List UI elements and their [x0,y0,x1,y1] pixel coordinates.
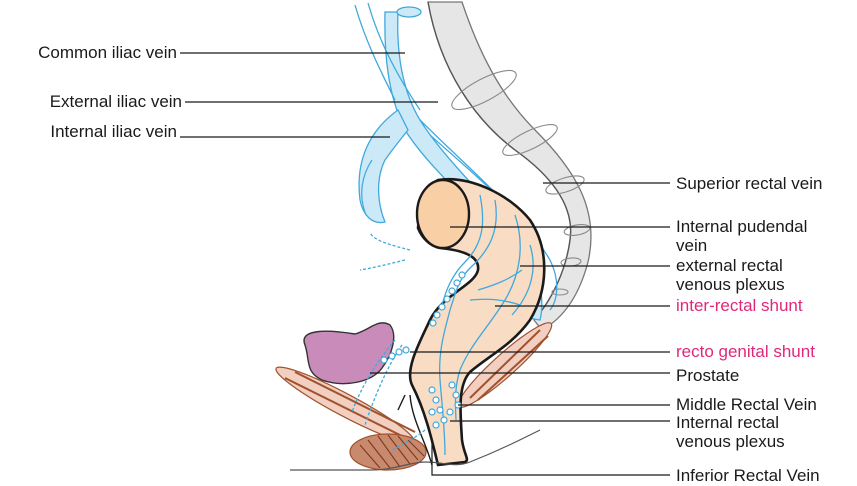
label-middle-rectal-vein: Middle Rectal Vein [676,395,817,414]
label-recto-genital-shunt: recto genital shunt [676,342,815,361]
iliac-veins [354,2,558,321]
venous-plexus-dots [380,271,466,429]
label-internal-pudendal-vein-line2: vein [676,236,708,255]
label-external-iliac-vein: External iliac vein [49,92,182,111]
label-internal-pudendal-vein: Internal pudendal vein [676,217,807,255]
label-inter-rectal-shunt: inter-rectal shunt [676,296,803,315]
label-internal-rectal-plexus: Internal rectal venous plexus [676,413,785,451]
label-common-iliac-vein: Common iliac vein [38,43,177,62]
skin-line [290,429,541,471]
label-internal-rectal-plexus-line1: Internal rectal [676,413,779,432]
levator-muscles [275,322,553,471]
label-external-rectal-plexus-line1: external rectal [676,256,783,275]
label-prostate: Prostate [676,366,739,385]
label-internal-rectal-plexus-line2: venous plexus [676,432,785,451]
label-internal-iliac-vein: Internal iliac vein [50,122,177,141]
label-prostate-line1: Prostate [676,366,740,385]
label-superior-rectal-vein-line1: Superior rectal vein [676,174,823,193]
label-inferior-rectal-vein-line1: Inferior Rectal Vein [676,466,820,485]
label-middle-rectal-vein-line1: Middle Rectal Vein [676,395,817,414]
rectum [397,177,546,467]
label-external-rectal-plexus: external rectal venous plexus [676,256,785,294]
label-inferior-rectal-vein: Inferior Rectal Vein [676,466,820,485]
label-superior-rectal-vein: Superior rectal vein [676,174,822,193]
label-external-rectal-plexus-line2: venous plexus [676,275,785,294]
label-recto-genital-shunt-line1: recto genital shunt [676,342,815,361]
label-internal-pudendal-vein-line1: Internal pudendal [676,217,808,236]
leader-lines [180,52,670,476]
label-inter-rectal-shunt-line1: inter-rectal shunt [676,296,803,315]
prostate-gland [303,322,395,385]
